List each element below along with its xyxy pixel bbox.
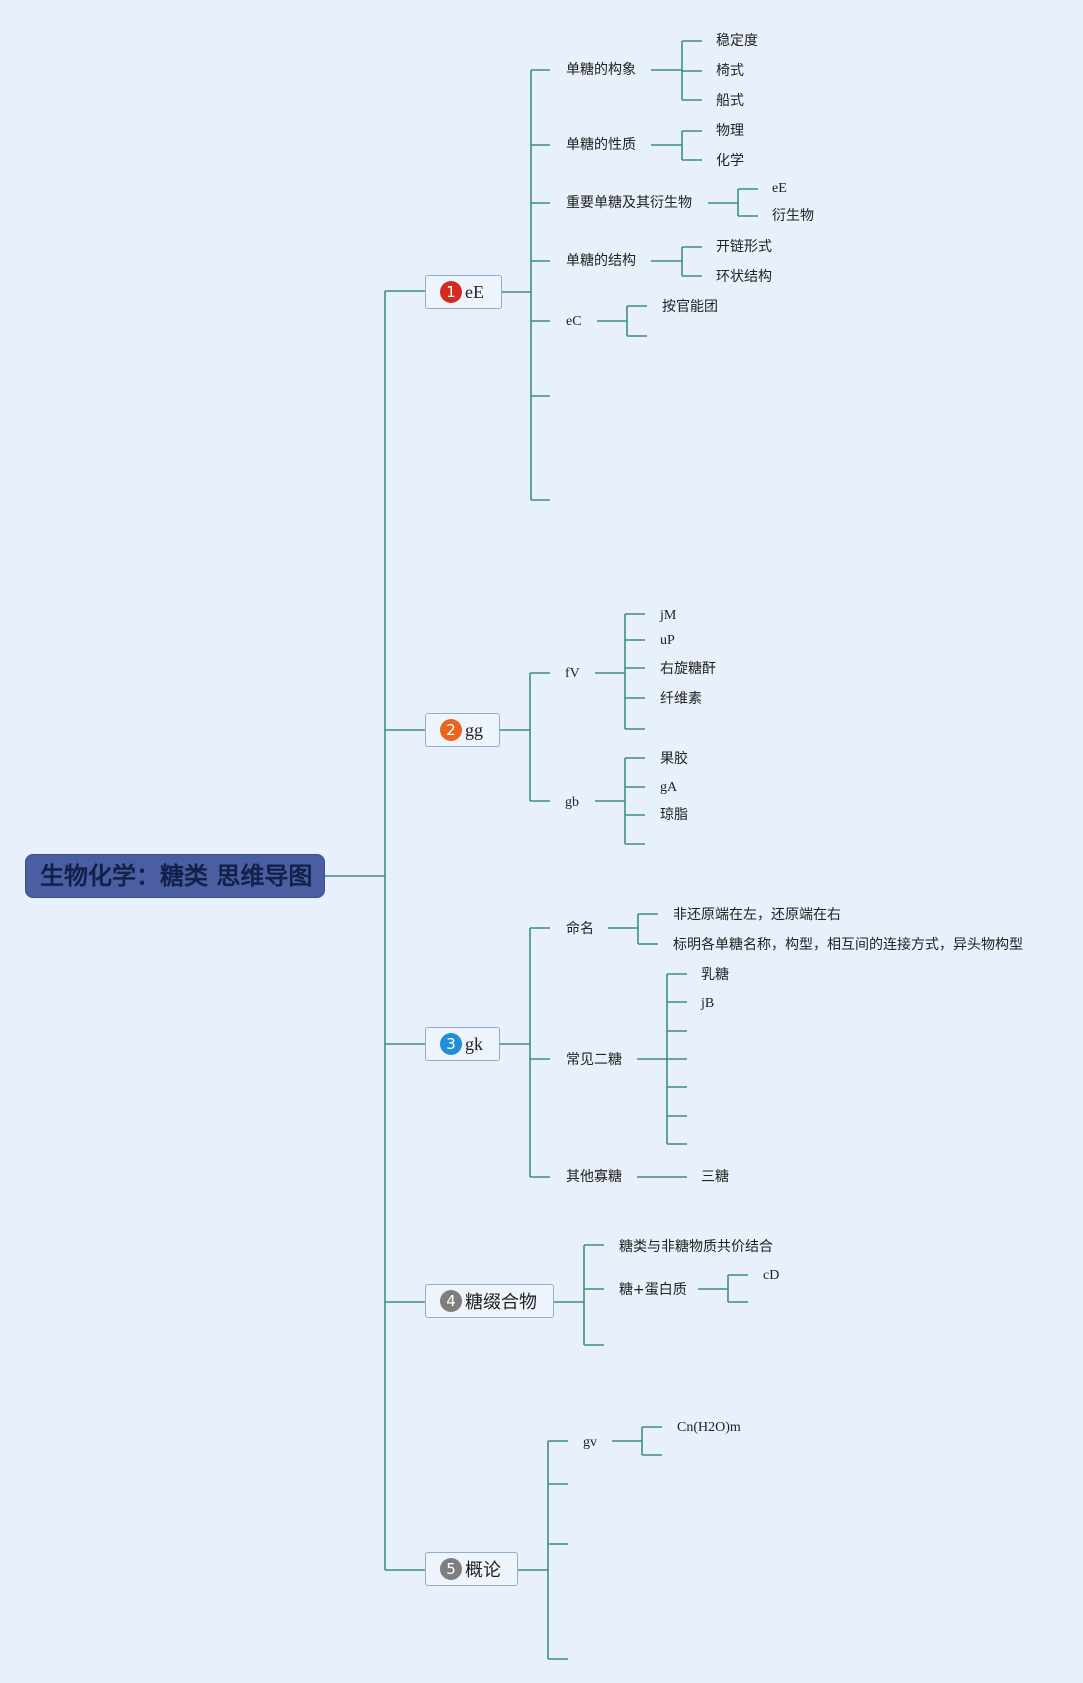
leaf-label[interactable]: 环状结构 [716, 269, 772, 285]
root-node[interactable]: 生物化学：糖类 思维导图 [25, 854, 325, 898]
topic-node-3[interactable]: 3 gk [425, 1027, 500, 1061]
subtopic-label[interactable]: 单糖的构象 [566, 62, 636, 78]
subtopic-label[interactable]: 糖类与非糖物质共价结合 [619, 1239, 773, 1255]
subtopic-label[interactable]: eC [566, 314, 582, 329]
leaf-label[interactable]: jB [701, 996, 715, 1011]
subtopic-label[interactable]: gv [583, 1435, 597, 1450]
topic-node-1[interactable]: 1 eE [425, 275, 502, 309]
leaf-label[interactable]: 非还原端在左，还原端在右 [673, 907, 841, 923]
topic-number-badge: 3 [440, 1033, 462, 1055]
leaf-label[interactable]: 乳糖 [701, 967, 729, 983]
leaf-label[interactable]: 琼脂 [660, 807, 688, 823]
topic-number-badge: 2 [440, 719, 462, 741]
topic-label: 糖缀合物 [465, 1292, 537, 1313]
leaf-label[interactable]: gA [660, 780, 678, 795]
leaf-label[interactable]: eE [772, 181, 787, 196]
leaf-label[interactable]: Cn(H2O)m [677, 1420, 741, 1435]
leaf-label[interactable]: cD [763, 1268, 780, 1283]
leaf-label[interactable]: 开链形式 [716, 239, 772, 255]
subtopic-label[interactable]: fV [565, 666, 580, 681]
subtopic-label[interactable]: 命名 [566, 921, 594, 937]
topic-number-badge: 1 [440, 281, 462, 303]
root-title: 生物化学：糖类 思维导图 [40, 862, 313, 890]
subtopic-label[interactable]: gb [565, 795, 579, 810]
leaf-label[interactable]: 衍生物 [772, 208, 814, 224]
topic-node-2[interactable]: 2 gg [425, 713, 500, 747]
leaf-label[interactable]: 标明各单糖名称，构型，相互间的连接方式，异头物构型 [673, 937, 1023, 953]
leaf-label[interactable]: 船式 [716, 93, 744, 109]
topic-node-5[interactable]: 5 概论 [425, 1552, 518, 1586]
leaf-label[interactable]: 物理 [716, 123, 744, 139]
leaf-label[interactable]: 纤维素 [660, 691, 702, 707]
subtopic-label[interactable]: 其他寡糖 [566, 1169, 622, 1185]
topic-label: gk [465, 1033, 483, 1054]
topic-label: 概论 [465, 1560, 501, 1581]
leaf-label[interactable]: 右旋糖酐 [660, 661, 716, 677]
leaf-label[interactable]: 化学 [716, 153, 744, 169]
topic-label: eE [465, 281, 484, 302]
leaf-label[interactable]: 按官能团 [662, 299, 718, 315]
leaf-label[interactable]: 三糖 [701, 1169, 729, 1185]
topic-label: gg [465, 719, 483, 740]
leaf-label[interactable]: 椅式 [716, 63, 744, 79]
subtopic-label[interactable]: 常见二糖 [566, 1052, 622, 1068]
subtopic-label[interactable]: 糖+蛋白质 [619, 1282, 687, 1298]
topic-number-badge: 5 [440, 1558, 462, 1580]
topic-number-badge: 4 [440, 1290, 462, 1312]
leaf-label[interactable]: 果胶 [660, 751, 688, 767]
leaf-label[interactable]: jM [660, 608, 677, 623]
subtopic-label[interactable]: 单糖的性质 [566, 137, 636, 153]
subtopic-label[interactable]: 重要单糖及其衍生物 [566, 195, 692, 211]
subtopic-label[interactable]: 单糖的结构 [566, 253, 636, 269]
leaf-label[interactable]: 稳定度 [716, 33, 758, 49]
topic-node-4[interactable]: 4 糖缀合物 [425, 1284, 554, 1318]
leaf-label[interactable]: uP [660, 633, 675, 648]
